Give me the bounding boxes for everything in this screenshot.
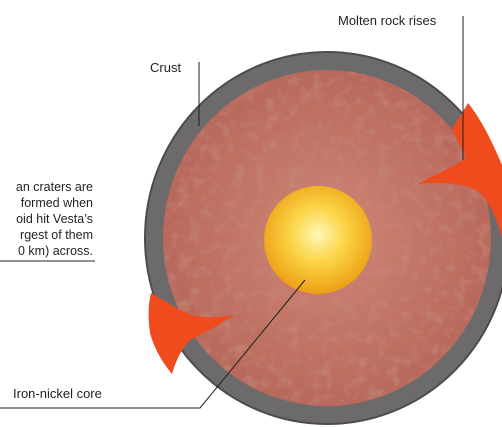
craters-caption-line: formed when — [16, 195, 93, 211]
crust-label: Crust — [150, 59, 181, 76]
craters-caption-line: rgest of them — [16, 227, 93, 243]
craters-caption-line: oid hit Vesta’s — [16, 211, 93, 227]
molten-rock-label: Molten rock rises — [338, 12, 436, 29]
craters-caption-line: 0 km) across. — [16, 243, 93, 259]
core-label: Iron-nickel core — [13, 385, 102, 402]
craters-caption-line: an craters are — [16, 179, 93, 195]
craters-caption: an craters are formed when oid hit Vesta… — [16, 179, 93, 259]
iron-nickel-core — [264, 186, 372, 294]
